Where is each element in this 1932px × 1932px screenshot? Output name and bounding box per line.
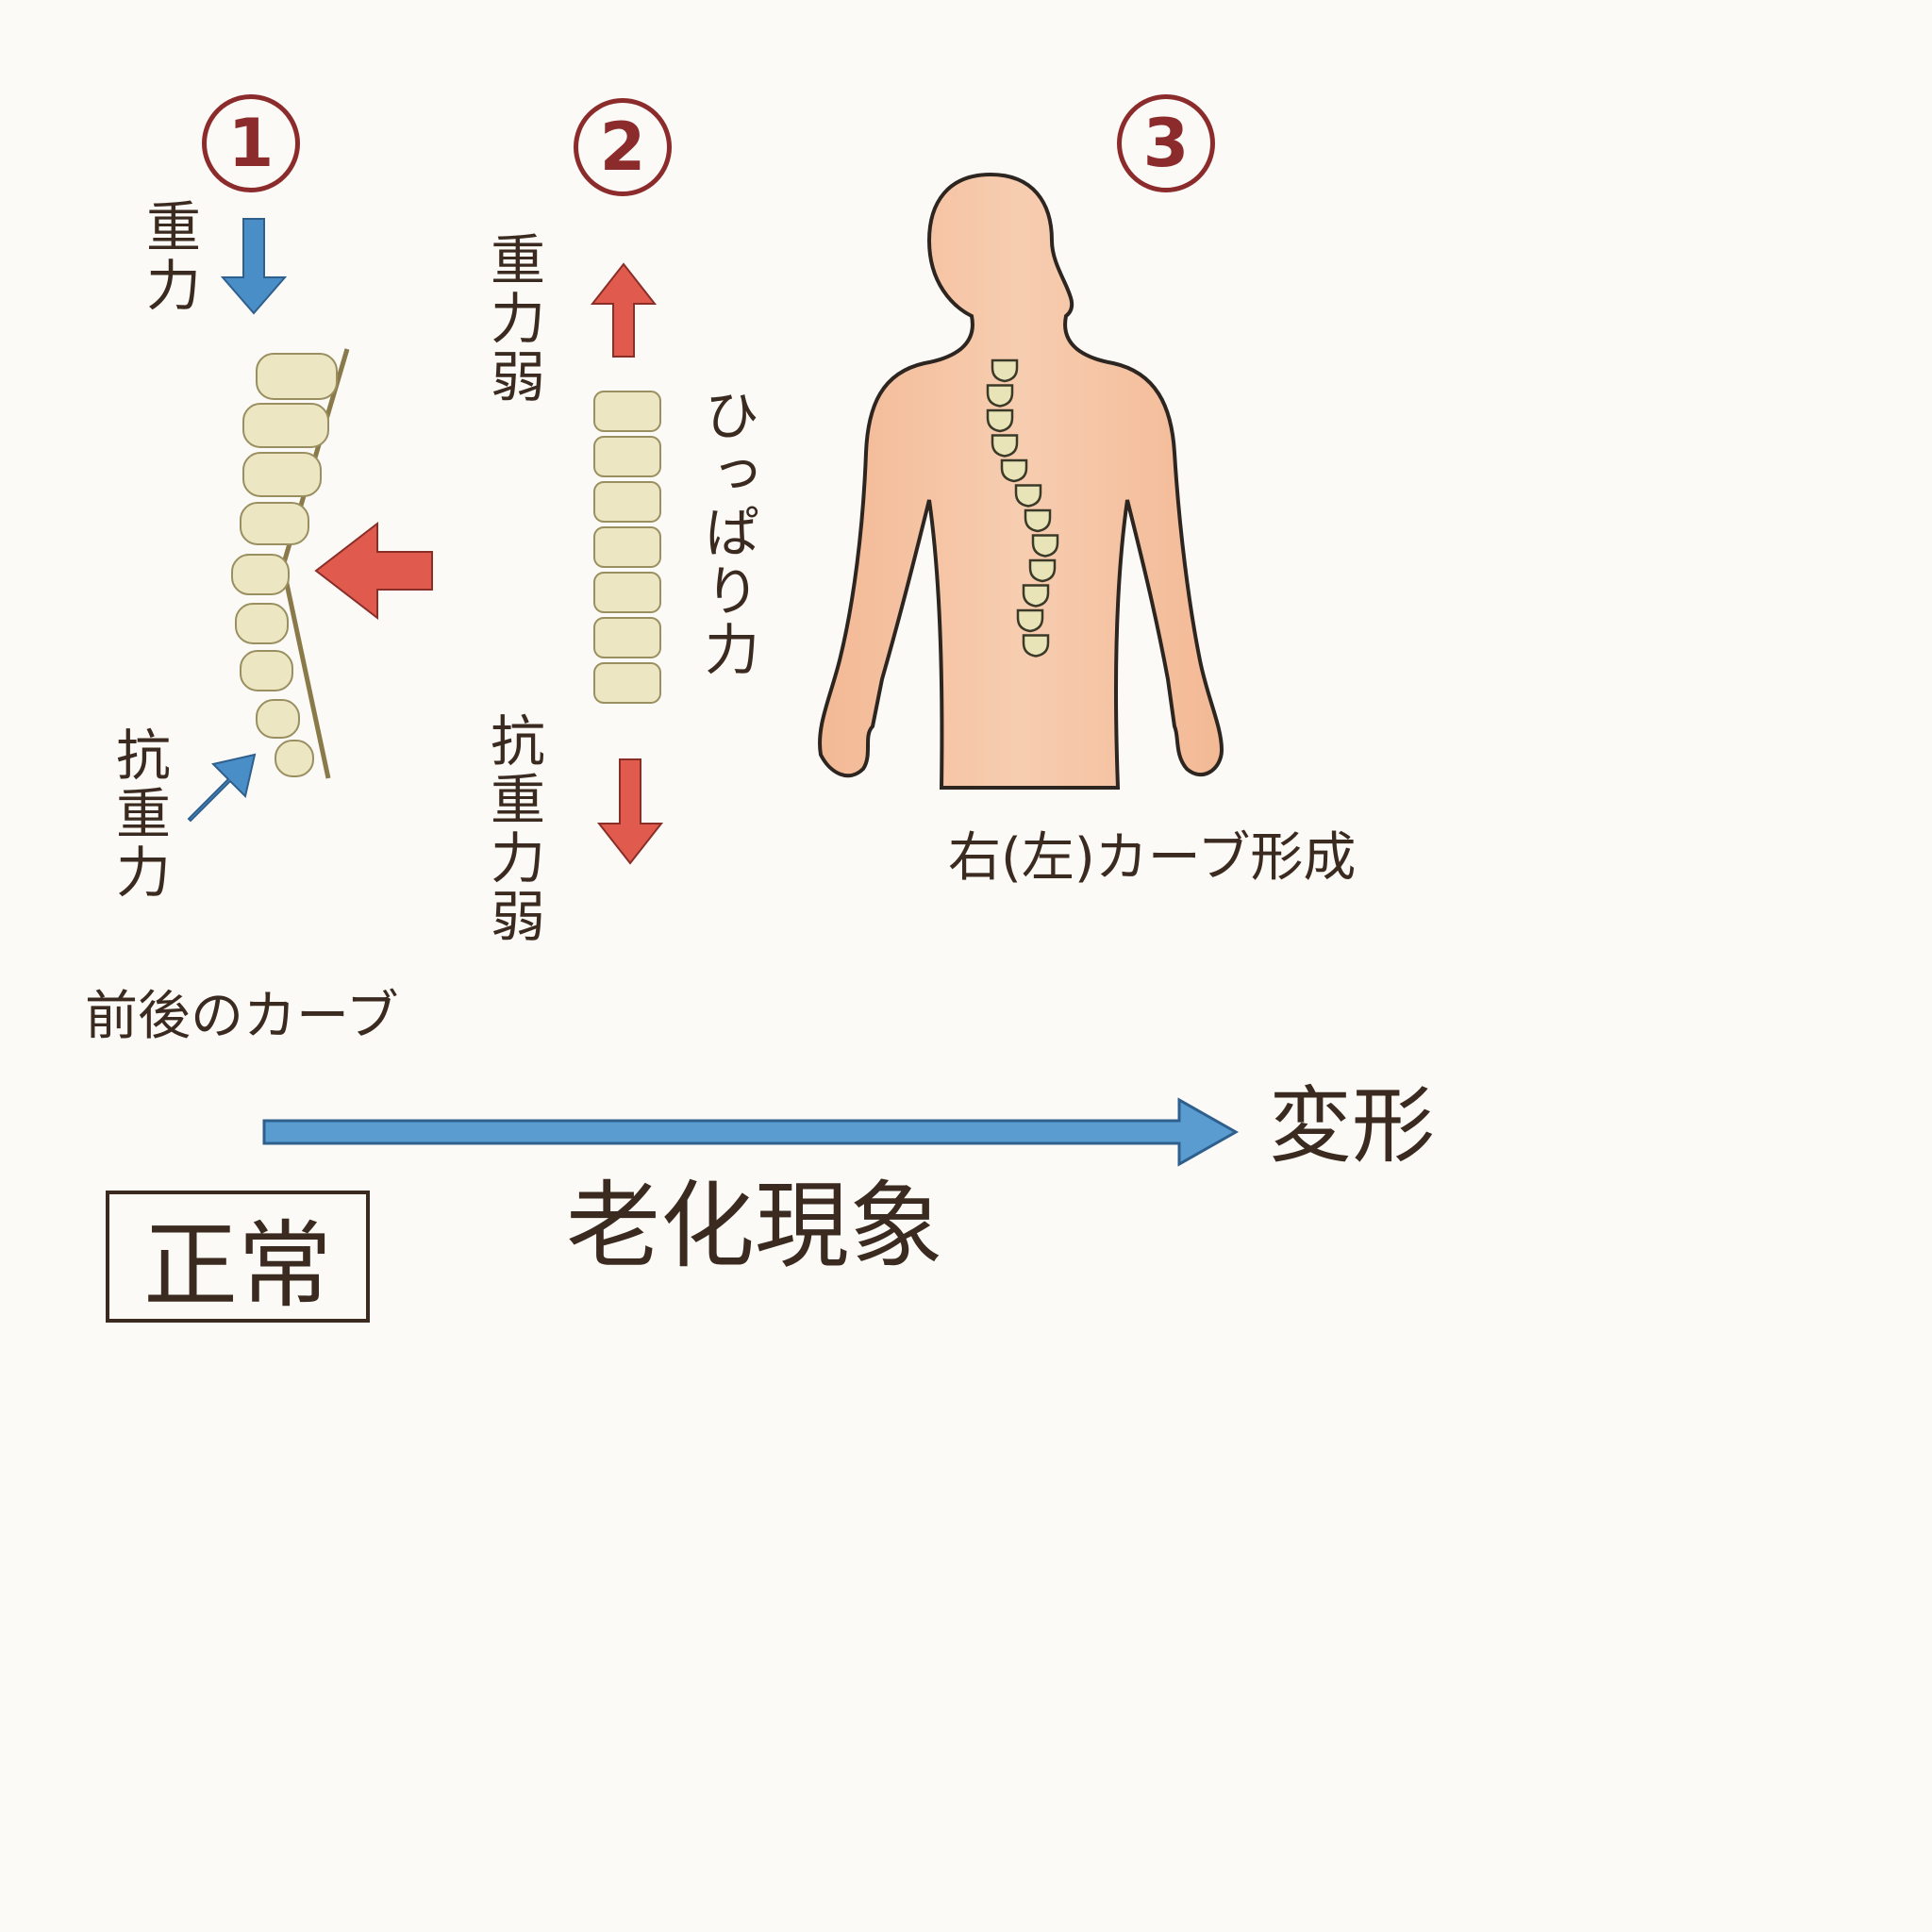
pulling-force-label: ひっぱり力 [695,387,759,679]
vertebra [593,572,661,613]
vertebra [235,603,289,644]
vertebra [1022,634,1050,658]
spine-line-lower [280,565,331,779]
vertebra [1014,484,1042,508]
weak-antigravity-down-arrow [596,758,664,865]
vertebra [1031,534,1059,558]
vertebra [991,358,1019,383]
weak-antigravity-label: 抗重力弱 [481,712,545,946]
weak-gravity-up-arrow [590,262,658,358]
vertebra [986,408,1014,433]
straight-spine [593,391,661,704]
curved-spine [986,358,1059,658]
normal-box: 正常 [106,1191,370,1323]
vertebra [256,699,300,739]
vertebra [991,434,1019,458]
deformation-label: 変形 [1269,1077,1436,1174]
vertebra [1028,558,1057,583]
step-number-1: 1 [202,94,300,192]
antigravity-diagonal-arrow [187,753,257,823]
vertebra [986,384,1014,408]
vertebra [1022,584,1050,608]
vertebra [593,436,661,477]
vertebra [231,554,290,595]
gravity-label: 重力 [137,198,201,315]
side-spine [231,353,338,777]
weak-gravity-label: 重力弱 [481,231,545,407]
step-number-3: 3 [1117,94,1215,192]
gravity-down-arrow [220,218,288,315]
lateral-curve-caption: 右(左)カーブ形成 [948,827,1357,889]
push-left-arrow [314,521,433,621]
vertebra [593,617,661,658]
normal-label: 正常 [143,1209,332,1321]
vertebra [593,526,661,568]
front-back-curve-caption: 前後のカーブ [85,986,399,1047]
vertebra [256,353,338,400]
vertebra [593,481,661,523]
vertebra [242,452,322,497]
aging-phenomenon-label: 老化現象 [566,1171,943,1281]
vertebra [275,740,314,777]
vertebra [593,391,661,432]
vertebra [240,502,309,545]
aging-progress-arrow [262,1097,1240,1167]
vertebra [1000,458,1028,483]
vertebra [240,650,293,691]
antigravity-label: 抗重力 [107,726,171,902]
step-number-2: 2 [574,98,672,196]
vertebra [1016,608,1044,633]
human-body-back [818,172,1224,790]
vertebra [1024,508,1052,533]
vertebra [593,662,661,704]
vertebra [242,403,329,448]
